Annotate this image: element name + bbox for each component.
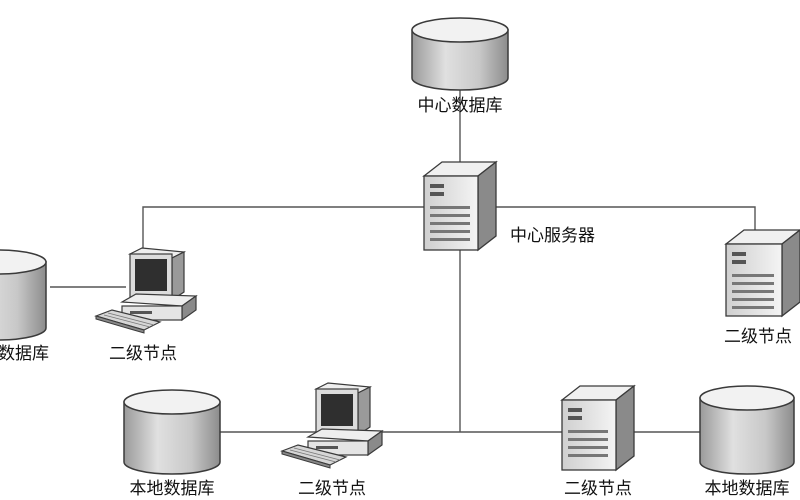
local-database-left-icon (0, 249, 47, 341)
local-database-bottom-right-icon (699, 385, 795, 475)
local-database-bottom-left-label: 本地数据库 (129, 479, 215, 499)
local-database-bottom-left-icon (123, 389, 221, 475)
secondary-node-right-label: 二级节点 (724, 327, 792, 347)
secondary-node-server-bottom-icon (560, 384, 636, 472)
secondary-node-workstation-left-icon (94, 247, 198, 334)
local-database-bottom-right-label: 本地数据库 (704, 479, 790, 499)
link-server-right-node (496, 206, 756, 238)
connection-lines (50, 88, 800, 433)
central-database-icon (411, 17, 509, 91)
central-server-icon (422, 160, 498, 252)
secondary-node-left-label: 二级节点 (109, 344, 177, 364)
secondary-node-bottom-label: 二级节点 (298, 479, 366, 499)
central-server-label: 中心服务器 (510, 226, 595, 246)
secondary-node-server-right-icon (724, 229, 800, 318)
link-server-left-node (142, 206, 424, 255)
central-database-label: 中心数据库 (417, 96, 503, 116)
secondary-node-bottom-right-label: 二级节点 (564, 479, 632, 499)
local-database-left-label: 数据库 (0, 344, 49, 364)
secondary-node-workstation-bottom-icon (280, 382, 384, 469)
